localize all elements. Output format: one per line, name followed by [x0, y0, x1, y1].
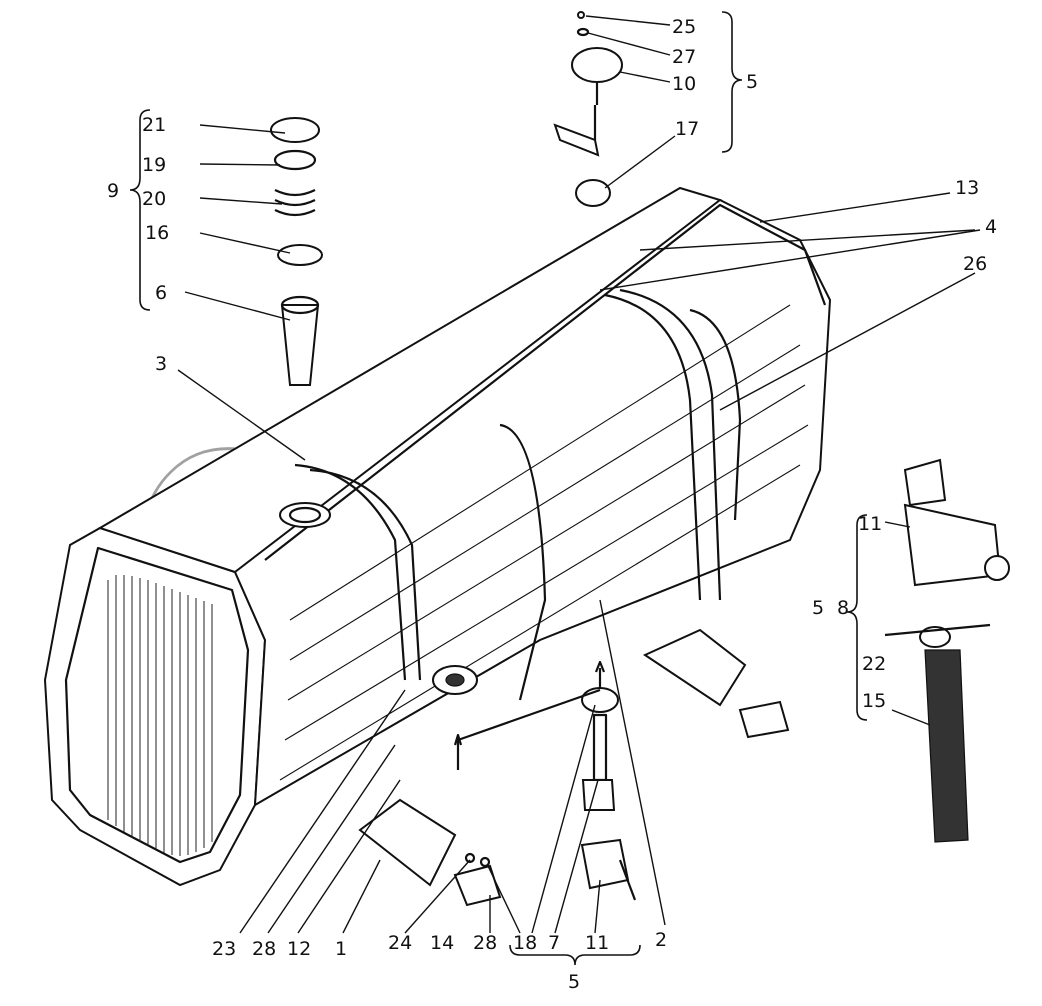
tank-strap-front-inner [309, 468, 422, 681]
washer-18 [581, 687, 619, 713]
group-label-9: 9 [107, 180, 119, 202]
group-label-5-top: 5 [746, 71, 758, 93]
callout-25: 25 [672, 16, 696, 38]
callout-18: 18 [513, 932, 537, 954]
callout-14: 14 [430, 932, 454, 954]
screw-25 [577, 11, 585, 19]
tank-strap-rear [604, 293, 702, 601]
callout-11-right: 11 [858, 513, 882, 535]
brace-5-bottom [509, 944, 641, 966]
callout-1: 1 [335, 938, 347, 960]
group-label-8: 8 [837, 597, 849, 619]
tank-strap-middle [499, 423, 547, 701]
filler-cap-assembly [270, 117, 323, 386]
plate-16 [277, 244, 323, 266]
tank-end-face [43, 526, 267, 887]
tank-strap-front [294, 463, 407, 681]
brace-8 [846, 514, 868, 721]
callout-19: 19 [142, 154, 166, 176]
cap-10 [571, 47, 623, 83]
pin-22 [884, 623, 991, 637]
callout-24: 24 [388, 932, 412, 954]
callout-13: 13 [955, 177, 979, 199]
clip-24 [464, 852, 476, 864]
callout-27: 27 [672, 46, 696, 68]
callout-28-left: 28 [252, 938, 276, 960]
brace-9 [129, 109, 151, 311]
callout-21: 21 [142, 114, 166, 136]
valve-handle [618, 859, 637, 901]
drain-valve-stack [580, 687, 637, 901]
callout-17: 17 [675, 118, 699, 140]
tank-strap-back [689, 308, 742, 521]
leader-lines [177, 15, 981, 934]
drain-hole [445, 673, 465, 687]
tank-strap-rear-inner [619, 288, 722, 601]
tank-side [233, 198, 832, 807]
assembly-arrows [453, 660, 606, 770]
tank-end-rim [64, 546, 250, 864]
valve-nut [984, 555, 1010, 581]
filler-neck [279, 502, 331, 528]
callout-2: 2 [655, 929, 667, 951]
callout-15: 15 [862, 690, 886, 712]
callout-3: 3 [155, 353, 167, 375]
mount-brackets [358, 628, 790, 907]
callout-7: 7 [548, 932, 560, 954]
sender-unit-assembly [553, 11, 623, 207]
valve-assembly [884, 458, 1010, 843]
callout-4: 4 [985, 216, 997, 238]
callout-22: 22 [862, 653, 886, 675]
callout-16: 16 [145, 222, 169, 244]
gasket-19 [273, 149, 317, 171]
tank-end-ribs [107, 575, 213, 856]
callout-23: 23 [212, 938, 236, 960]
spring-20 [274, 189, 316, 217]
callout-10: 10 [672, 73, 696, 95]
group-braces [129, 11, 868, 966]
group-label-5-bottom: 5 [568, 971, 580, 993]
plug-7 [592, 713, 608, 782]
hose-15 [924, 649, 969, 843]
arrow-mount [456, 688, 601, 770]
brace-5-top [721, 11, 743, 153]
washer-27 [576, 27, 590, 37]
strainer-6 [280, 304, 320, 386]
group-label-5-right: 5 [812, 597, 824, 619]
callout-12: 12 [287, 938, 311, 960]
fuel-tank [43, 186, 832, 887]
sender-float [553, 123, 600, 157]
callout-20: 20 [142, 188, 166, 210]
filler-neck-inner [288, 506, 322, 524]
callout-26: 26 [963, 253, 987, 275]
bracket-rear [642, 628, 747, 707]
bracket-1 [358, 798, 457, 887]
callout-28-right: 28 [473, 932, 497, 954]
plate-rear [738, 700, 790, 739]
callout-labels: 25 27 10 5 17 21 19 20 9 16 6 13 4 26 3 … [107, 16, 997, 993]
plate-14 [453, 864, 502, 907]
callout-6: 6 [155, 282, 167, 304]
flange-17 [575, 179, 611, 207]
cap-21 [270, 117, 320, 143]
valve-top-fitting [903, 458, 947, 507]
clip-28 [479, 856, 491, 868]
tank-top-ridge [264, 203, 827, 561]
callout-11-bottom: 11 [585, 932, 609, 954]
